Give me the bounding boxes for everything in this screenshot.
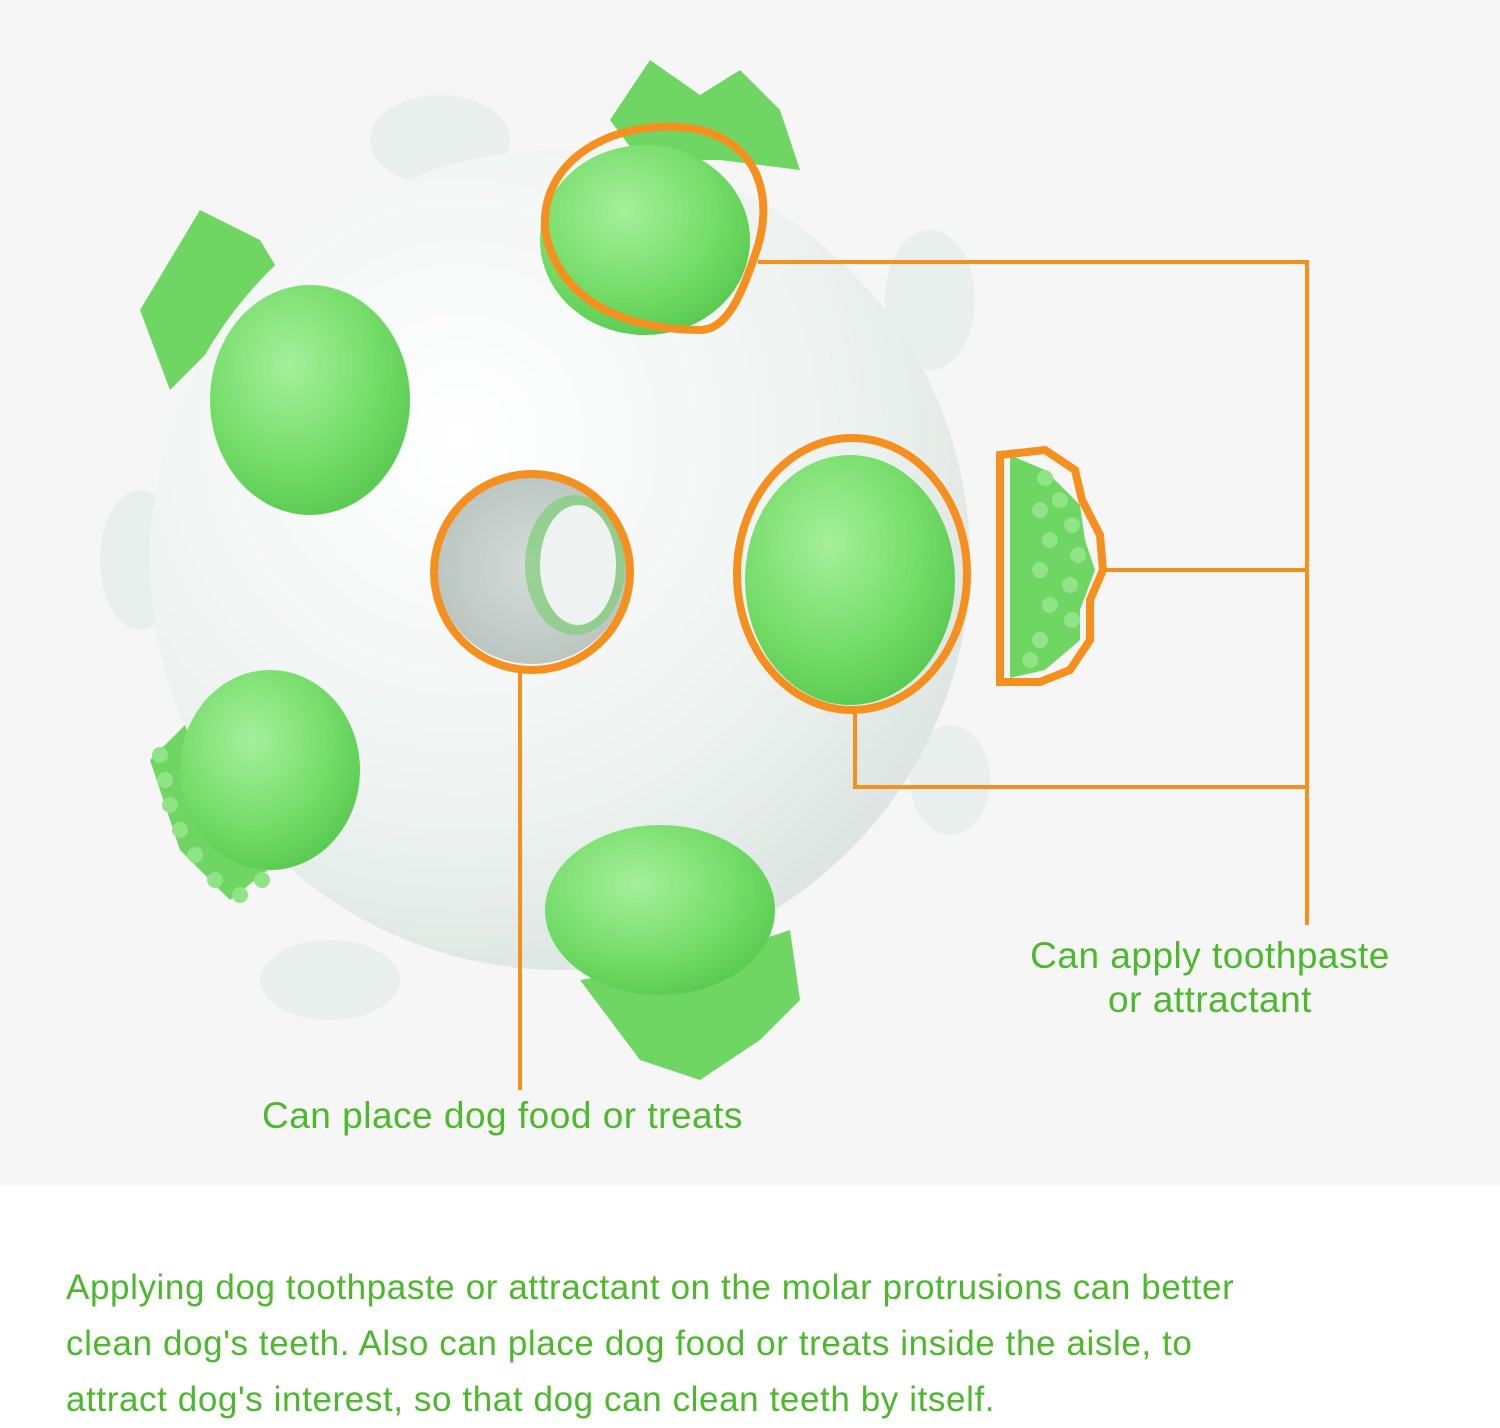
molar-dots-left bbox=[152, 747, 270, 903]
connector-lines bbox=[518, 260, 1309, 1090]
highlight-hole bbox=[430, 470, 634, 674]
highlight-outlines bbox=[430, 122, 1108, 714]
molar-protrusion bbox=[1010, 455, 1095, 678]
toothpaste-callout-line1: Can apply toothpaste bbox=[1030, 935, 1390, 976]
dog-ball-illustration bbox=[100, 60, 1309, 1090]
description-line3: attract dog's interest, so that dog can … bbox=[66, 1380, 996, 1419]
description-line2: clean dog's teeth. Also can place dog fo… bbox=[66, 1324, 1193, 1363]
highlight-right-nub bbox=[733, 434, 971, 714]
highlight-molar bbox=[996, 445, 1108, 686]
highlight-top-nub bbox=[540, 122, 768, 335]
description-area bbox=[0, 1185, 1500, 1411]
description-line1: Applying dog toothpaste or attractant on… bbox=[66, 1268, 1235, 1307]
food-callout: Can place dog food or treats bbox=[262, 1095, 743, 1136]
treat-hole bbox=[436, 472, 628, 664]
toothpaste-callout: Can apply toothpaste or attractant bbox=[940, 934, 1480, 1022]
ball-nubs bbox=[180, 145, 955, 995]
product-description: Applying dog toothpaste or attractant on… bbox=[66, 1260, 1466, 1428]
toothpaste-callout-line2: or attractant bbox=[1108, 979, 1312, 1020]
